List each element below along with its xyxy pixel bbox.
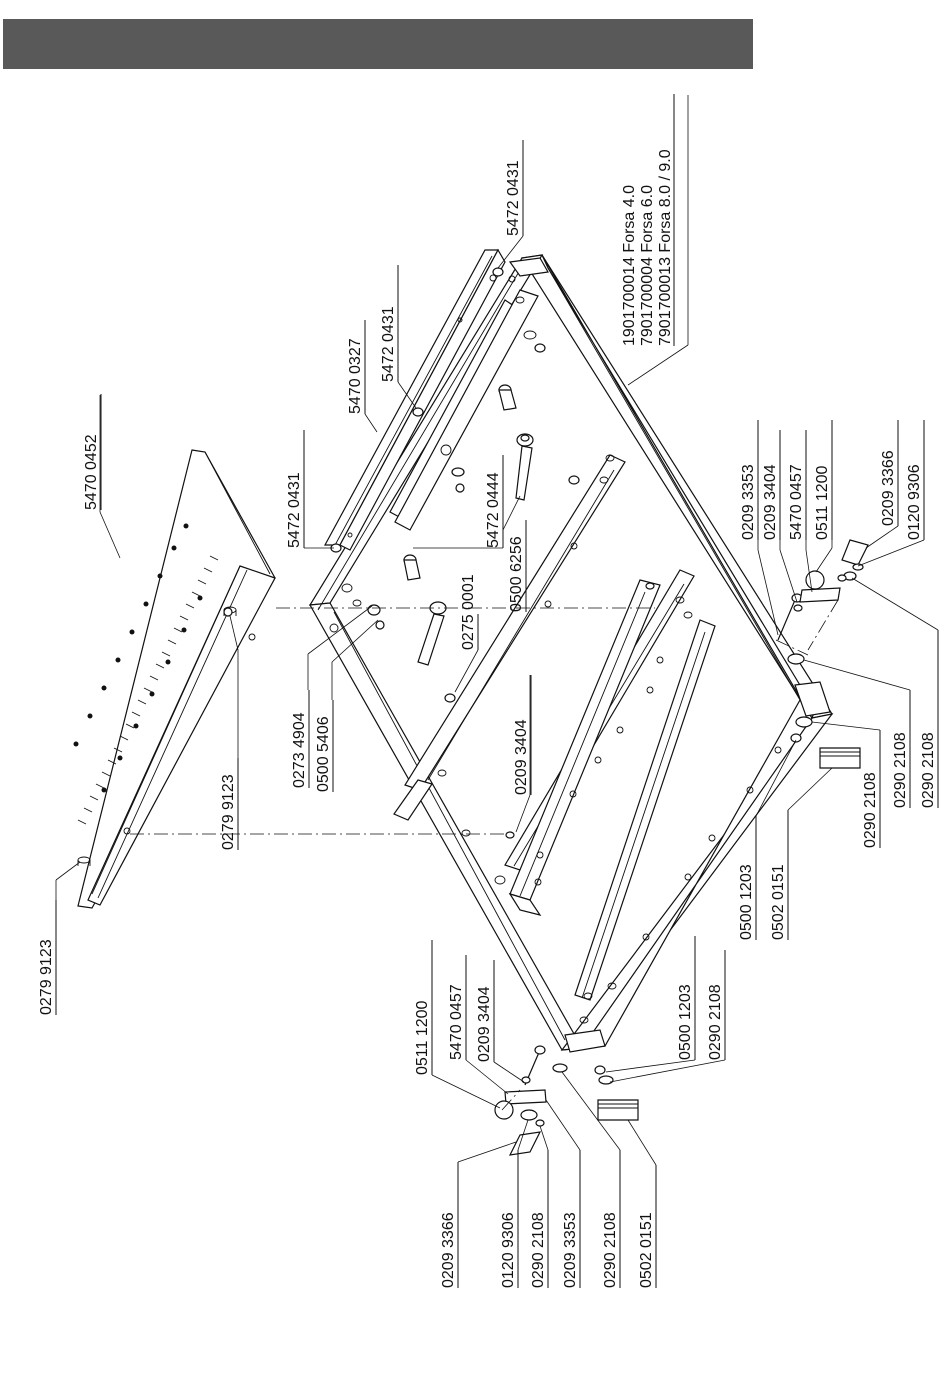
- label-r-0290-2108-c: 0290 2108: [862, 772, 879, 848]
- label-b-0502-0151: 0502 0151: [638, 1212, 655, 1288]
- label-l-0209-3404: 0209 3404: [476, 986, 493, 1062]
- label-b-0209-3353: 0209 3353: [562, 1212, 579, 1288]
- label-r-0290-2108-a: 0290 2108: [892, 732, 909, 808]
- label-spacer-left: 5472 0431: [286, 472, 303, 548]
- label-r-0502-0151: 0502 0151: [770, 864, 787, 940]
- label-pin-left-bottom: 0279 9123: [38, 939, 55, 1015]
- label-pin-mid: 0279 9123: [220, 774, 237, 850]
- label-spacer-mid: 5472 0431: [380, 306, 397, 382]
- label-screw-3404-frame: 0209 3404: [513, 719, 530, 795]
- label-nut-6256: 0500 6256: [508, 536, 525, 612]
- label-spacer-right: 5472 0431: [505, 160, 522, 236]
- label-rod: 5472 0444: [485, 472, 502, 548]
- label-nut-5406: 0500 5406: [315, 716, 332, 792]
- label-r-0209-3404: 0209 3404: [762, 464, 779, 540]
- header-bar: [3, 19, 753, 69]
- model-line-3: 7901700013 Forsa 8.0 / 9.0: [657, 149, 674, 346]
- label-l-0511-1200: 0511 1200: [414, 1000, 431, 1075]
- label-r-0500-1203: 0500 1203: [738, 864, 755, 940]
- label-bolt-4904: 0273 4904: [291, 712, 308, 788]
- label-b-0120-9306: 0120 9306: [500, 1212, 517, 1288]
- model-line-1: 1901700014 Forsa 4.0: [621, 185, 638, 346]
- model-line-2: 7901700004 Forsa 6.0: [639, 185, 656, 346]
- label-r-0209-3366: 0209 3366: [880, 450, 897, 526]
- part-labels: 5470 0452 1901700014 Forsa 4.0 790170000…: [38, 94, 939, 1288]
- label-b-0209-3366: 0209 3366: [440, 1212, 457, 1288]
- label-r-0290-2108-b: 0290 2108: [920, 732, 937, 808]
- top-plate: [73, 449, 276, 909]
- center-lines: [130, 599, 839, 1111]
- label-r-0511-1200: 0511 1200: [814, 465, 831, 540]
- label-l-0290-2108-top: 0290 2108: [707, 984, 724, 1060]
- label-r-0120-9306: 0120 9306: [906, 464, 923, 540]
- label-l-0500-1203: 0500 1203: [677, 984, 694, 1060]
- label-bolt-0001: 0275 0001: [460, 574, 477, 650]
- label-b-0290-2108-b: 0290 2108: [602, 1212, 619, 1288]
- label-r-0209-3353: 0209 3353: [740, 464, 757, 540]
- main-frame: [308, 254, 834, 1053]
- label-rail: 5470 0327: [347, 338, 364, 414]
- label-r-5470-0457: 5470 0457: [788, 464, 805, 540]
- label-b-0290-2108-a: 0290 2108: [530, 1212, 547, 1288]
- label-l-5470-0457: 5470 0457: [448, 984, 465, 1060]
- label-top-plate: 5470 0452: [83, 434, 100, 510]
